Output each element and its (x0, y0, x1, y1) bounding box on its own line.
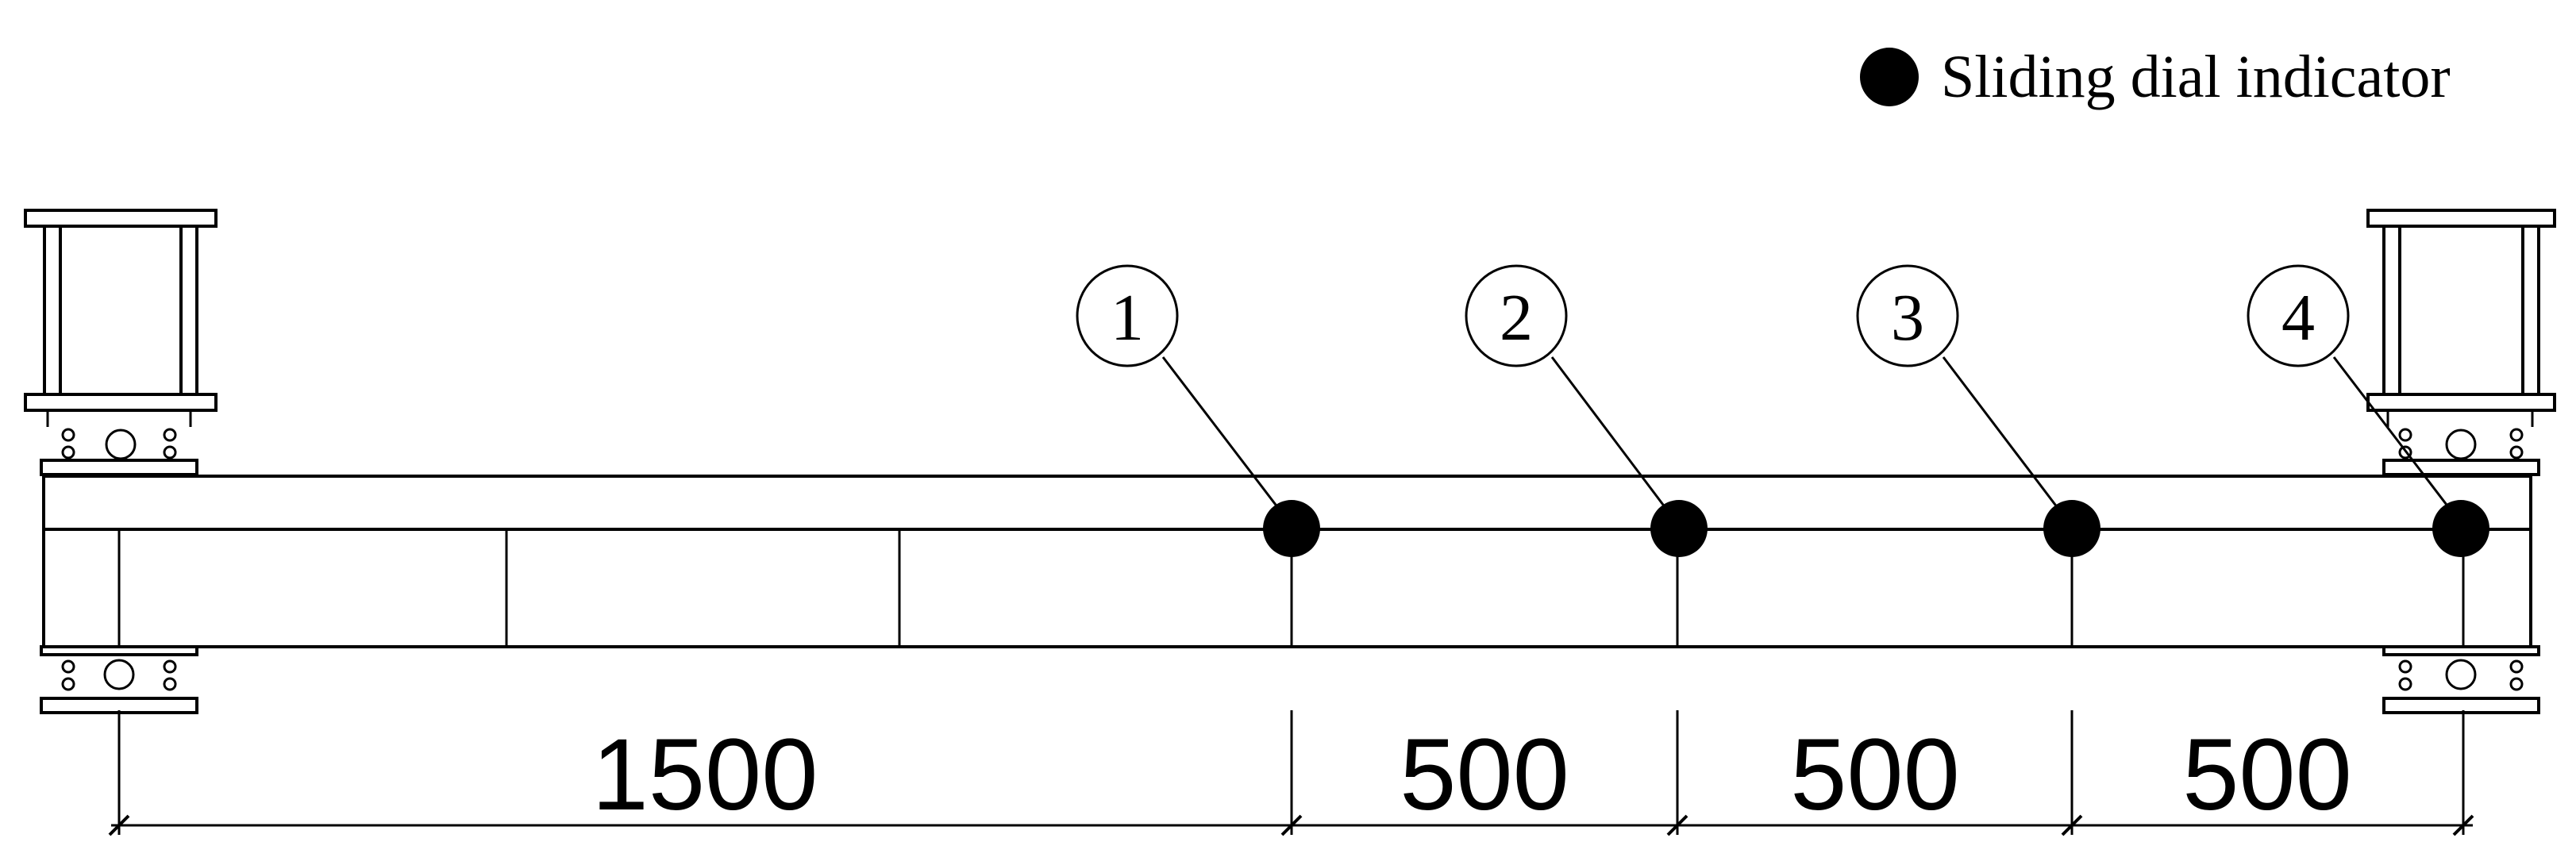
dimension-500-a: 500 (1400, 718, 1569, 832)
left-support (24, 209, 218, 476)
dimension-500-c: 500 (2182, 718, 2352, 832)
right-bottom-support (2382, 645, 2540, 714)
indicator-1-marker-icon (1263, 500, 1320, 557)
indicator-2-label: 2 (1500, 281, 1533, 355)
legend-marker-icon (1860, 48, 1919, 106)
indicator-2: 2 (1465, 264, 1708, 557)
indicator-4-label: 4 (2281, 281, 2315, 355)
left-bottom-support (40, 645, 198, 714)
dimension-line: 1500 500 500 500 (108, 710, 2474, 836)
dimension-500-b: 500 (1790, 718, 1960, 832)
indicator-4-marker-icon (2432, 500, 2489, 557)
legend-label: Sliding dial indicator (1941, 44, 2451, 110)
dimension-1500: 1500 (592, 718, 818, 832)
indicator-2-marker-icon (1650, 500, 1708, 557)
indicator-3-callout (1856, 264, 1959, 367)
indicator-3-label: 3 (1891, 281, 1924, 355)
indicator-2-callout (1465, 264, 1568, 367)
beam-outline (42, 475, 2532, 648)
indicator-3: 3 (1856, 264, 2100, 557)
indicator-3-marker-icon (2043, 500, 2100, 557)
indicator-1-label: 1 (1111, 281, 1144, 355)
indicator-4-callout (2247, 264, 2350, 367)
indicator-1-callout (1076, 264, 1179, 367)
legend: Sliding dial indicator (1860, 44, 2451, 110)
indicator-4: 4 (2247, 264, 2489, 557)
indicator-1: 1 (1076, 264, 1320, 557)
right-support (2366, 209, 2556, 476)
